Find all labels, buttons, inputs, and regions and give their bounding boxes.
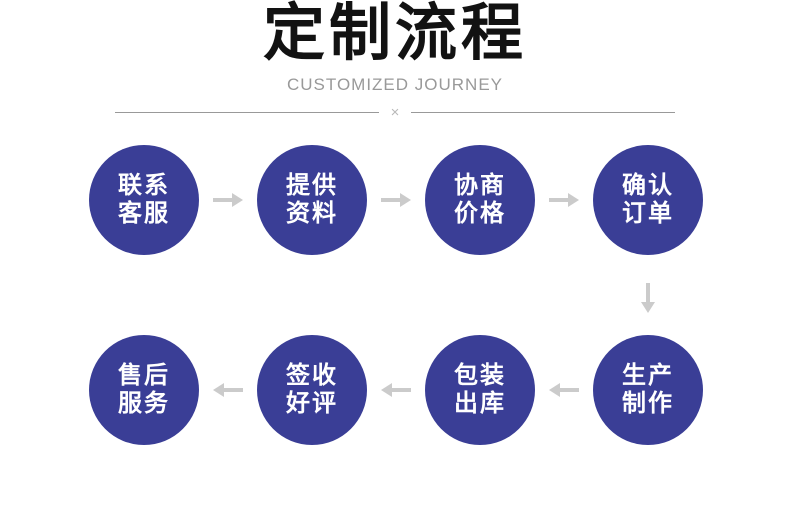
flow-step-after-sales-service: 售后 服务 — [89, 335, 199, 445]
arrow-right-icon — [381, 191, 411, 209]
arrow-left-icon — [549, 381, 579, 399]
step-label-line: 客服 — [118, 200, 170, 227]
step-label-line: 售后 — [118, 362, 170, 389]
step-label-line: 好评 — [286, 390, 338, 417]
arrow-right-icon — [549, 191, 579, 209]
step-label-line: 提供 — [286, 172, 338, 199]
step-label-line: 制作 — [622, 390, 674, 417]
step-label-line: 确认 — [622, 172, 674, 199]
divider-line-right — [411, 111, 676, 113]
flow-step-provide-materials: 提供 资料 — [257, 145, 367, 255]
arrow-left-icon — [213, 381, 243, 399]
divider: × — [115, 103, 676, 121]
step-label-line: 服务 — [118, 390, 170, 417]
step-label-line: 生产 — [622, 362, 674, 389]
page-subtitle: CUSTOMIZED JOURNEY — [286, 75, 504, 94]
step-label-line: 出库 — [454, 390, 506, 417]
step-label-line: 联系 — [118, 172, 170, 199]
flow-step-packaging-shipment: 包装 出库 — [425, 335, 535, 445]
divider-line-left — [115, 111, 379, 113]
step-label-line: 协商 — [454, 172, 506, 199]
step-label-line: 包装 — [454, 362, 506, 389]
flow-step-contact-service: 联系 客服 — [89, 145, 199, 255]
step-label-line: 签收 — [286, 362, 338, 389]
step-label-line: 订单 — [622, 200, 674, 227]
step-label-line: 资料 — [286, 200, 338, 227]
arrow-right-icon — [213, 191, 243, 209]
flow-step-sign-and-review: 签收 好评 — [257, 335, 367, 445]
arrow-down-icon — [639, 283, 657, 313]
step-label-line: 价格 — [454, 200, 506, 227]
flow-step-confirm-order: 确认 订单 — [593, 145, 703, 255]
arrow-left-icon — [381, 381, 411, 399]
flow-step-production: 生产 制作 — [593, 335, 703, 445]
divider-x-symbol: × — [390, 103, 400, 121]
page-title: 定制流程 — [262, 0, 527, 68]
flow-step-negotiate-price: 协商 价格 — [425, 145, 535, 255]
